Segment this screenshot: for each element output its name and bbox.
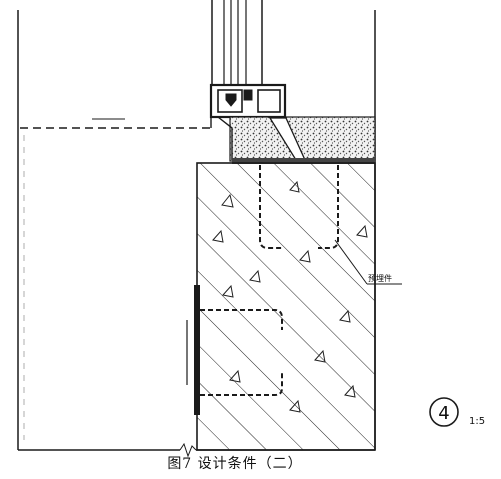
window-frame (209, 0, 287, 128)
scale-label: 1:5 (469, 416, 485, 427)
concrete-wall (196, 162, 376, 451)
detail-number-symbol: 4 (429, 397, 459, 427)
detail-number: 4 (438, 403, 449, 424)
embed-label: 预埋件 (368, 273, 392, 283)
embedded-anchor-upper (259, 165, 339, 249)
figure-caption: 图7 设计条件（二） (167, 456, 303, 472)
embed-leader (334, 239, 402, 285)
stone-sill (217, 116, 376, 164)
ceiling-dashed-line (20, 118, 215, 129)
embedded-anchor-lower (186, 285, 283, 415)
